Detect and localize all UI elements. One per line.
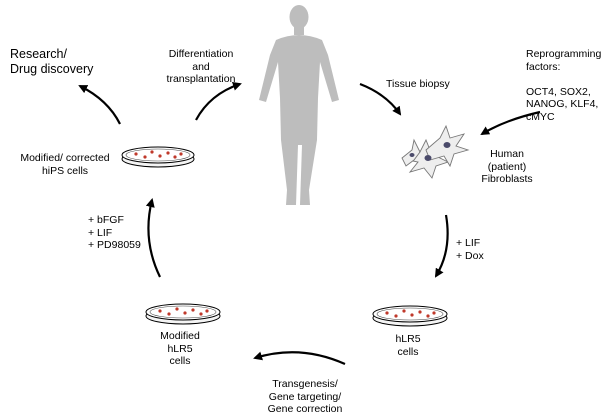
arrow-fibroblasts-to-hlr5 xyxy=(434,214,449,278)
arrow-reprogramming-factors xyxy=(480,110,541,136)
arrow-modified-to-hips xyxy=(145,198,161,278)
reprogramming-factors-label: Reprogramming factors: OCT4, SOX2, NANOG… xyxy=(526,48,602,123)
modified-hlr5-label: Modified hLR5 cells xyxy=(160,330,200,367)
arrow-hips-to-research xyxy=(78,85,121,125)
human-silhouette-icon xyxy=(259,5,339,205)
petri-dish-icon xyxy=(121,146,195,168)
modified-hips-label: Modified/ corrected hiPS cells xyxy=(20,152,110,177)
fibroblast-cluster-icon xyxy=(401,124,470,179)
growth-factors-label: + bFGF + LIF + PD98059 xyxy=(88,214,141,251)
arrow-hlr5-to-modified xyxy=(253,351,346,366)
petri-dish-icon xyxy=(372,305,448,327)
lif-dox-label: + LIF + Dox xyxy=(456,237,484,262)
fibroblasts-label: Human (patient) Fibroblasts xyxy=(481,148,533,185)
research-label: Research/ Drug discovery xyxy=(10,47,94,76)
arrow-human-to-fibroblasts xyxy=(359,82,402,116)
arrow-hips-to-differentiation xyxy=(195,81,242,121)
hlr5-cells-label: hLR5 cells xyxy=(395,333,421,358)
tissue-biopsy-label: Tissue biopsy xyxy=(386,78,450,90)
differentiation-label: Differentiation and transplantation xyxy=(166,48,236,85)
transgenesis-label: Transgenesis/ Gene targeting/ Gene corre… xyxy=(267,378,343,415)
petri-dish-icon xyxy=(145,303,221,325)
